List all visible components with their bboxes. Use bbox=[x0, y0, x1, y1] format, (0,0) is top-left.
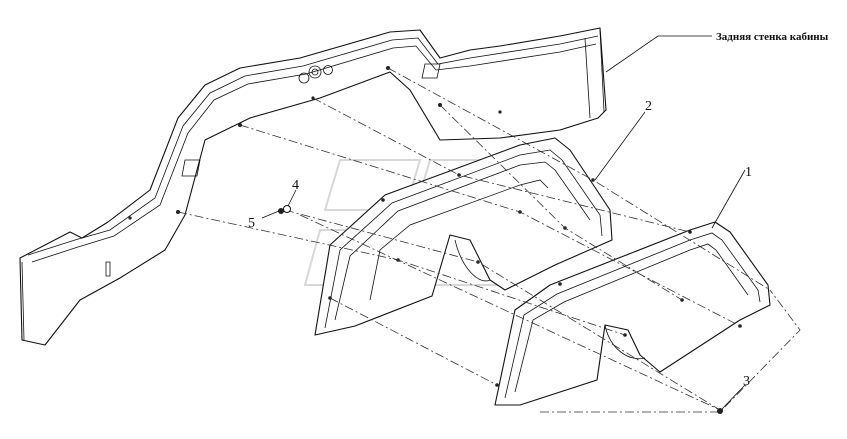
callout-5: 5 bbox=[248, 216, 255, 231]
callout-3: 3 bbox=[743, 374, 750, 389]
label-rear-wall: Задняя стенка кабины bbox=[716, 31, 829, 43]
bolt-item-3 bbox=[717, 408, 723, 414]
assembly-center-lines bbox=[177, 67, 801, 413]
part-2-cover bbox=[314, 137, 613, 336]
washer-item-4 bbox=[283, 205, 291, 213]
nut-item-5 bbox=[278, 208, 284, 214]
callout-1: 1 bbox=[745, 165, 752, 180]
leader-lines bbox=[261, 35, 746, 410]
callout-2: 2 bbox=[645, 99, 652, 114]
callout-4: 4 bbox=[292, 178, 299, 193]
